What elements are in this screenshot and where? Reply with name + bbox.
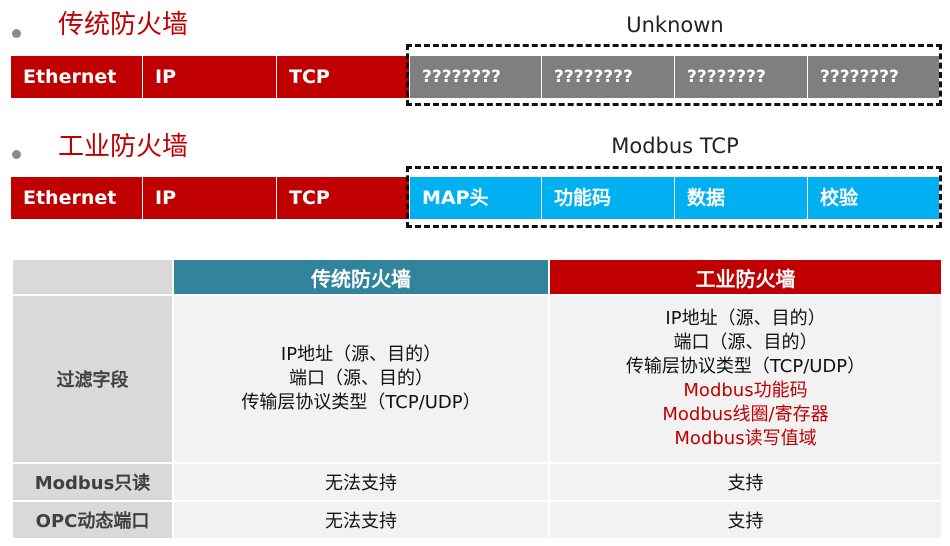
packet1-unknown-field: ???????? <box>675 56 808 98</box>
packet2-data-field: 数据 <box>675 177 808 219</box>
packet2-checksum-field: 校验 <box>808 177 940 219</box>
table-row: Modbus只读 无法支持 支持 <box>11 462 943 502</box>
section2-title: 工业防火墙 <box>58 132 189 162</box>
bullet-icon <box>12 150 21 159</box>
list-item: IP地址（源、目的） <box>280 344 442 365</box>
list-item: 端口（源、目的） <box>289 368 433 389</box>
cell-industrial-opc-dynamic-port: 支持 <box>548 500 943 540</box>
cell-industrial-modbus-readonly: 支持 <box>548 462 943 502</box>
column-header-traditional: 传统防火墙 <box>172 258 550 296</box>
table-corner-cell <box>11 258 174 296</box>
list-item: 端口（源、目的） <box>673 332 818 353</box>
packet2-ethernet-field: Ethernet <box>11 177 143 219</box>
section2-payload-label: Modbus TCP <box>611 134 739 158</box>
row-label-opc-dynamic-port: OPC动态端口 <box>11 500 174 540</box>
list-item: 传输层协议类型（TCP/UDP） <box>241 392 481 413</box>
table-row: OPC动态端口 无法支持 支持 <box>11 500 943 540</box>
section1-title: 传统防火墙 <box>58 10 189 40</box>
table-row: 过滤字段 IP地址（源、目的） 端口（源、目的） 传输层协议类型（TCP/UDP… <box>11 294 943 464</box>
comparison-table: 传统防火墙 工业防火墙 过滤字段 IP地址（源、目的） 端口（源、目的） 传输层… <box>11 258 943 540</box>
cell-traditional-filter-fields: IP地址（源、目的） 端口（源、目的） 传输层协议类型（TCP/UDP） <box>172 294 550 464</box>
packet1-unknown-field: ???????? <box>410 56 542 98</box>
packet2-map-header-field: MAP头 <box>410 177 542 219</box>
packet1-payload-dashed-frame <box>406 44 942 106</box>
list-item-highlight: Modbus读写值域 <box>674 428 817 449</box>
bullet-icon <box>12 29 21 38</box>
cell-traditional-opc-dynamic-port: 无法支持 <box>172 500 550 540</box>
packet2-function-code-field: 功能码 <box>542 177 675 219</box>
packet2-ip-field: IP <box>143 177 277 219</box>
row-label-filter-fields: 过滤字段 <box>11 294 174 464</box>
list-item: 传输层协议类型（TCP/UDP） <box>625 356 866 377</box>
packet1-unknown-field: ???????? <box>808 56 940 98</box>
packet2-tcp-field: TCP <box>277 177 410 219</box>
cell-traditional-modbus-readonly: 无法支持 <box>172 462 550 502</box>
column-header-industrial: 工业防火墙 <box>548 258 943 296</box>
packet2-payload-dashed-frame <box>406 166 942 228</box>
list-item-highlight: Modbus功能码 <box>683 380 808 401</box>
list-item: IP地址（源、目的） <box>665 308 826 329</box>
section1-payload-label: Unknown <box>626 13 724 37</box>
packet1-ethernet-field: Ethernet <box>11 56 143 98</box>
list-item-highlight: Modbus线圈/寄存器 <box>662 404 829 425</box>
table-header-row: 传统防火墙 工业防火墙 <box>11 258 943 296</box>
packet1-unknown-field: ???????? <box>542 56 675 98</box>
packet1-ip-field: IP <box>143 56 277 98</box>
packet1-tcp-field: TCP <box>277 56 410 98</box>
cell-industrial-filter-fields: IP地址（源、目的） 端口（源、目的） 传输层协议类型（TCP/UDP） Mod… <box>548 294 943 464</box>
row-label-modbus-readonly: Modbus只读 <box>11 462 174 502</box>
